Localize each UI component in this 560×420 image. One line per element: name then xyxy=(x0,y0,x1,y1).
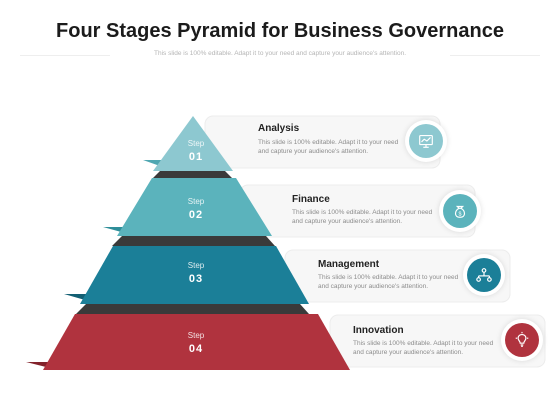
chart-screen-icon xyxy=(409,124,443,158)
slide-title: Four Stages Pyramid for Business Governa… xyxy=(56,20,504,42)
money-bag-icon: $ xyxy=(443,194,477,228)
svg-text:$: $ xyxy=(459,212,462,218)
stage-3-description: This slide is 100% editable. Adapt it to… xyxy=(318,274,459,290)
stage-1-number: 01 xyxy=(189,151,203,163)
stage-1-step-label: Step xyxy=(188,139,205,148)
stage-1-description: This slide is 100% editable. Adapt it to… xyxy=(258,139,399,155)
pyramid-stage-3: Step 03 xyxy=(64,246,309,314)
stage-2-description: This slide is 100% editable. Adapt it to… xyxy=(292,209,433,225)
pyramid-stage-1: Step 01 xyxy=(143,116,233,178)
stage-4-description: This slide is 100% editable. Adapt it to… xyxy=(353,340,494,356)
slide-subtitle: This slide is 100% editable. Adapt it to… xyxy=(153,50,406,57)
subtitle-divider-left xyxy=(20,55,110,56)
stage-2-title: Finance xyxy=(292,194,330,205)
connector-bars xyxy=(204,115,546,368)
stage-4-title: Innovation xyxy=(353,325,404,336)
lightbulb-icon xyxy=(505,323,539,357)
subtitle-divider-right xyxy=(450,55,540,56)
stage-3-number: 03 xyxy=(189,273,203,285)
stage-2-step-label: Step xyxy=(188,197,205,206)
stage-2-number: 02 xyxy=(189,209,203,221)
stage-4-number: 04 xyxy=(189,343,203,355)
stage-4-step-label: Step xyxy=(188,331,205,340)
stage-3-step-label: Step xyxy=(188,261,205,270)
pyramid-stage-4: Step 04 xyxy=(26,314,350,370)
stage-3-title: Management xyxy=(318,259,380,270)
stage-1-title: Analysis xyxy=(258,123,300,134)
hierarchy-icon xyxy=(467,258,501,292)
pyramid-stage-2: Step 02 xyxy=(103,178,275,246)
